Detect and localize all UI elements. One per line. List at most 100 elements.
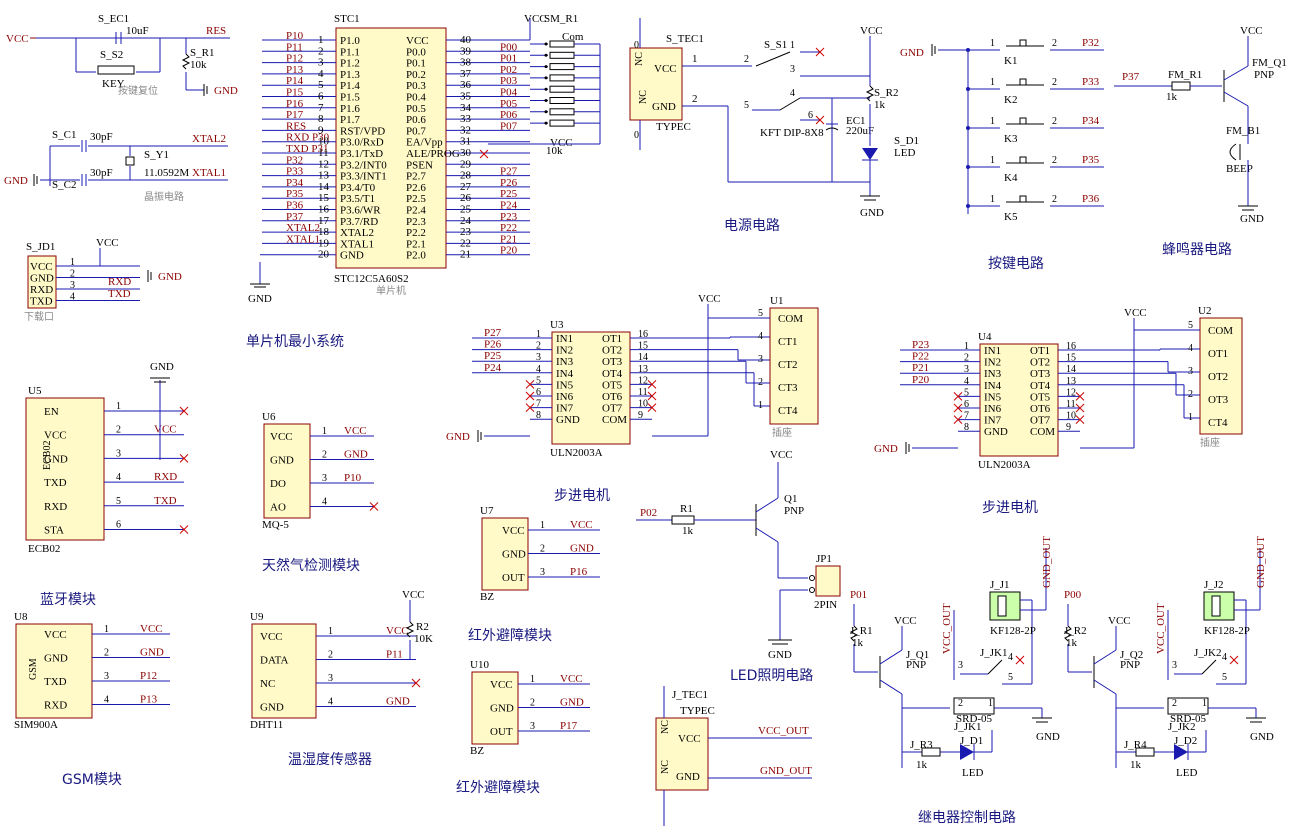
u3-pins-in-net: P25: [484, 350, 502, 362]
relay2-dv: LED: [1176, 767, 1197, 779]
mcu-left-net: P14: [286, 75, 304, 87]
relay1-net: P01: [850, 589, 867, 601]
mcu-right-net: P26: [500, 177, 518, 189]
u5-chip: ECB02: [42, 441, 53, 470]
relay2-vcc: VCC: [1108, 615, 1131, 627]
key-ref: K4: [1004, 172, 1018, 184]
mcu-left-pin: P1.5: [340, 92, 360, 104]
power-sw-val: KFT DIP-8X8: [760, 127, 824, 139]
key-ref: K2: [1004, 94, 1017, 106]
svg-text:8: 8: [536, 410, 541, 421]
svg-text:2: 2: [1052, 155, 1057, 166]
svg-text:7: 7: [964, 411, 969, 422]
u5-pins-pin: VCC: [44, 430, 67, 442]
mcu-right-num: 37: [460, 68, 472, 80]
power-pin-gnd: GND: [652, 101, 676, 113]
u9-ref: U9: [250, 611, 264, 623]
svg-text:OT3: OT3: [1030, 368, 1051, 380]
mcu-left-net: P33: [286, 166, 304, 178]
svg-text:1: 1: [990, 155, 995, 166]
relay2-r3: J_R4: [1124, 739, 1147, 751]
mcu-ref: STC1: [334, 13, 360, 25]
mcu-left-pin: P3.5/T1: [340, 193, 375, 205]
svg-text:11: 11: [1066, 399, 1076, 410]
svg-text:2: 2: [958, 698, 963, 709]
u7-ref: U7: [480, 505, 494, 517]
reset-r-ref: S_R1: [190, 47, 214, 59]
power-vcc: VCC: [860, 25, 883, 37]
led-q: Q1: [784, 493, 797, 505]
jtec-nc1: NC: [660, 720, 671, 734]
svg-text:OT6: OT6: [602, 391, 623, 403]
svg-text:2: 2: [964, 353, 969, 364]
mcu-left-pin: P1.2: [340, 58, 360, 70]
u10-pins-pin: GND: [490, 703, 514, 715]
svg-text:2: 2: [328, 650, 333, 661]
label-gas: 天然气检测模块: [262, 557, 360, 574]
svg-text:3: 3: [536, 352, 541, 363]
u2-pins-num: 1: [1188, 412, 1193, 423]
svg-text:1: 1: [790, 40, 795, 51]
svg-text:IN6: IN6: [556, 391, 574, 403]
svg-text:14: 14: [638, 352, 648, 363]
key-net: P34: [1082, 115, 1100, 127]
mcu-right-net: P23: [500, 211, 518, 223]
u9-vcc: VCC: [402, 589, 425, 601]
u8-pins-net: P12: [140, 670, 157, 682]
key-net: P36: [1082, 193, 1100, 205]
svg-text:IN1: IN1: [556, 333, 573, 345]
mcu-right-num: 21: [460, 249, 471, 261]
reset-vcc-label: VCC: [6, 33, 29, 45]
mcu-right-net: P24: [500, 200, 518, 212]
relay1-d: J_D1: [960, 735, 983, 747]
power-typec: TYPEC: [656, 121, 691, 133]
svg-text:IN3: IN3: [984, 368, 1002, 380]
svg-text:14: 14: [1066, 364, 1076, 375]
mcu-left-pin: P3.7/RD: [340, 216, 378, 228]
svg-text:10: 10: [638, 399, 648, 410]
mcu-left-net: P16: [286, 98, 304, 110]
led-jp: JP1: [816, 553, 832, 565]
svg-text:1: 1: [328, 626, 333, 637]
u6-pins-pin: DO: [270, 478, 286, 490]
u6-part: MQ-5: [262, 519, 289, 531]
svg-text:1: 1: [116, 401, 121, 412]
u5-pins-net: TXD: [154, 495, 177, 507]
jtec-ref: J_TEC1: [672, 689, 708, 701]
buzzer-net: P37: [1122, 71, 1140, 83]
relay1-jv: KF128-2P: [990, 625, 1036, 637]
relay1-gnd: GND: [1036, 731, 1060, 743]
u4-pins-in-net: P21: [912, 362, 929, 374]
jtec-pin-vcc: VCC: [678, 733, 701, 745]
svg-text:4: 4: [536, 364, 541, 375]
u9-rv: 10K: [414, 633, 433, 645]
svg-text:3: 3: [1172, 660, 1177, 671]
svg-text:13: 13: [1066, 376, 1076, 387]
mcu-right-net: P07: [500, 120, 518, 132]
resistor-pack: VCC SM_R1 Com 10k VCC: [488, 13, 601, 157]
mcu-right-net: P04: [500, 87, 518, 99]
u9-pins-net: VCC: [386, 625, 409, 637]
buzzer-b: FM_B1: [1226, 125, 1260, 137]
key-net: P33: [1082, 76, 1100, 88]
u1-pins-pin: CT1: [778, 336, 798, 348]
relay2-r1v: 1k: [1066, 637, 1078, 649]
u4-pins-in-net: P23: [912, 339, 930, 351]
svg-text:OT1: OT1: [1030, 345, 1050, 357]
svg-text:9: 9: [638, 410, 643, 421]
u4-part: ULN2003A: [978, 459, 1031, 471]
label-keys: 按键电路: [988, 256, 1044, 272]
svg-text:3: 3: [964, 364, 969, 375]
u1-pins-pin: CT2: [778, 359, 798, 371]
svg-text:OT7: OT7: [1030, 415, 1051, 427]
jd1-rxd-net: RXD: [108, 276, 131, 288]
power-led: S_D1: [894, 135, 919, 147]
mcu-left-net: P35: [286, 188, 304, 200]
u1-pins-pin: CT4: [778, 405, 798, 417]
